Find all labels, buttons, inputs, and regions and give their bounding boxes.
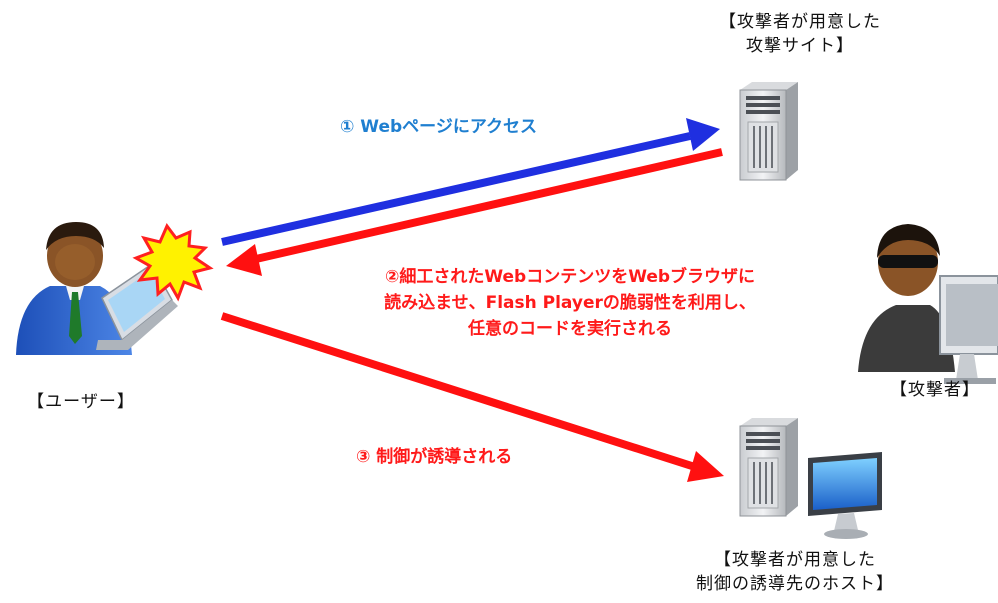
attacker-site-label-line2: 攻撃サイト】 (746, 36, 854, 56)
burst-icon (132, 223, 214, 302)
arrow-access (221, 118, 720, 246)
attacker-site-label: 【攻撃者が用意した 攻撃サイト】 (680, 10, 920, 58)
user-with-laptop-icon (16, 222, 178, 355)
step2-text-line2: 読み込ませ、Flash Playerの脆弱性を利用し、 (384, 293, 756, 313)
attacker-icon (858, 224, 998, 384)
server-icon (739, 82, 798, 181)
step2-text-line3: 任意のコードを実行される (468, 319, 672, 339)
attacker-label: 【攻撃者】 (890, 380, 980, 400)
attacker-site-label-line1: 【攻撃者が用意した (719, 12, 881, 32)
step2-text-line1: ②細工されたWebコンテンツをWebブラウザに (384, 267, 756, 287)
control-host-label: 【攻撃者が用意した 制御の誘導先のホスト】 (660, 548, 930, 596)
arrow-control (220, 312, 724, 482)
server-with-monitor-icon (739, 418, 882, 539)
arrow-exploit (226, 148, 723, 276)
control-host-label-line1: 【攻撃者が用意した (714, 550, 876, 570)
control-host-label-line2: 制御の誘導先のホスト】 (696, 574, 894, 594)
step3-text: ③ 制御が誘導される (356, 447, 513, 467)
user-label: 【ユーザー】 (27, 392, 135, 412)
step1-text: ① Webページにアクセス (340, 117, 537, 137)
step2-text: ②細工されたWebコンテンツをWebブラウザに 読み込ませ、Flash Play… (300, 264, 840, 342)
